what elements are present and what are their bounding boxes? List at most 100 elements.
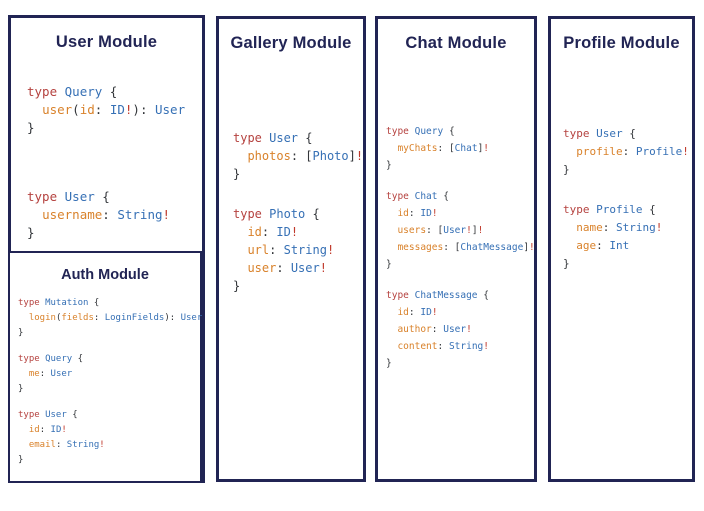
code-token: ! — [682, 145, 689, 158]
code-token: { — [72, 410, 78, 420]
code-line: age: Int — [563, 237, 692, 255]
code-token: type — [27, 84, 65, 99]
code-token: : [ — [426, 225, 444, 236]
code-token: Photo — [312, 149, 349, 163]
code-token: { — [77, 354, 84, 364]
code-line: type Mutation { — [18, 296, 200, 311]
code-line: type User { — [18, 408, 200, 423]
code-token: } — [386, 259, 392, 270]
code-line: } — [233, 165, 363, 183]
code-token: id — [397, 208, 409, 219]
code-token: id — [28, 425, 40, 435]
code-token: Profile — [596, 203, 650, 216]
code-token: type — [233, 131, 270, 145]
code-line: profile: Profile! — [563, 143, 692, 161]
code-line: username: String! — [27, 206, 202, 224]
code-line: user: User! — [233, 259, 363, 277]
auth-module-title: Auth Module — [61, 267, 149, 283]
code-token: { — [305, 131, 313, 145]
code-token: } — [233, 279, 241, 293]
code-block: type User { username: String!} — [27, 188, 202, 242]
code-block: type Query { user(id: ID!): User} — [27, 83, 202, 137]
code-token: ! — [477, 225, 484, 236]
code-token — [386, 143, 397, 154]
code-block: type Mutation { login(fields: LoginField… — [18, 296, 202, 341]
code-token: { — [443, 191, 449, 202]
code-token: ChatMessage — [414, 290, 484, 301]
code-token: } — [27, 225, 35, 240]
code-token: : — [276, 261, 291, 275]
code-token: ] — [348, 149, 356, 163]
code-line: type User { — [233, 129, 363, 147]
code-token: users — [397, 225, 427, 236]
code-line: type Profile { — [563, 201, 692, 219]
code-token: LoginFields — [104, 313, 165, 323]
code-token: Profile — [635, 145, 683, 158]
code-line: id: ID! — [386, 205, 534, 222]
code-token: ! — [326, 243, 335, 257]
code-line: author: User! — [386, 321, 534, 338]
code-block: type User { photos: [Photo]!} — [233, 129, 363, 183]
code-token: } — [18, 455, 24, 465]
code-token — [386, 225, 397, 236]
code-token — [18, 425, 29, 435]
code-token: ] — [477, 143, 484, 154]
code-token — [563, 145, 576, 158]
code-token: ! — [319, 261, 327, 275]
code-token: ! — [431, 307, 438, 318]
code-line: } — [386, 256, 534, 273]
code-token: type — [386, 126, 415, 137]
code-line: } — [386, 355, 534, 372]
code-line: type Query { — [27, 83, 202, 101]
code-token: : — [622, 145, 636, 158]
code-token: : [ — [443, 242, 461, 253]
code-token: ): — [132, 102, 155, 117]
code-line: user(id: ID!): User — [27, 101, 202, 119]
code-token — [386, 242, 397, 253]
code-token — [233, 243, 247, 257]
user-module-title: User Module — [55, 33, 158, 51]
code-line: login(fields: LoginFields): User — [18, 311, 202, 326]
code-token: String — [66, 440, 100, 450]
code-line: } — [18, 326, 200, 341]
chat-module-title: Chat Module — [405, 34, 507, 52]
code-token — [18, 313, 29, 323]
code-token: type — [386, 290, 415, 301]
code-token: id — [397, 307, 409, 318]
code-line: photos: [Photo]! — [233, 147, 363, 165]
code-token — [563, 221, 576, 234]
code-token: Chat — [414, 191, 444, 202]
code-token: String — [117, 207, 163, 222]
code-token: login — [28, 313, 56, 323]
code-line: id: ID! — [18, 423, 200, 438]
code-line: content: String! — [386, 338, 534, 355]
code-line: type User { — [27, 188, 202, 206]
code-token: user — [42, 102, 73, 117]
code-token: User — [596, 127, 630, 140]
code-token: ! — [431, 208, 438, 219]
code-token: String — [448, 341, 484, 352]
code-token: ID — [420, 307, 432, 318]
code-line: myChats: [Chat]! — [386, 140, 534, 157]
code-block: type Photo { id: ID! url: String! user: … — [233, 205, 363, 295]
code-token: ! — [655, 221, 663, 234]
code-token — [27, 102, 42, 117]
panel-auth-module: Auth Module type Mutation { login(fields… — [8, 251, 202, 483]
code-token: : — [408, 208, 421, 219]
code-token — [18, 440, 29, 450]
code-token: User — [50, 369, 73, 379]
panel-user-module: User Module type Query { user(id: ID!): … — [8, 15, 205, 483]
code-line: } — [18, 453, 200, 468]
code-line: type ChatMessage { — [386, 287, 534, 304]
code-token: type — [18, 298, 46, 308]
code-token: Chat — [454, 143, 478, 154]
code-token: ! — [355, 149, 364, 163]
code-token — [18, 369, 29, 379]
code-token: ! — [99, 440, 105, 450]
code-token: fields — [61, 313, 94, 323]
code-token: type — [563, 127, 597, 140]
code-token: } — [233, 167, 241, 181]
code-token: ] — [471, 225, 478, 236]
code-token: content — [397, 341, 438, 352]
